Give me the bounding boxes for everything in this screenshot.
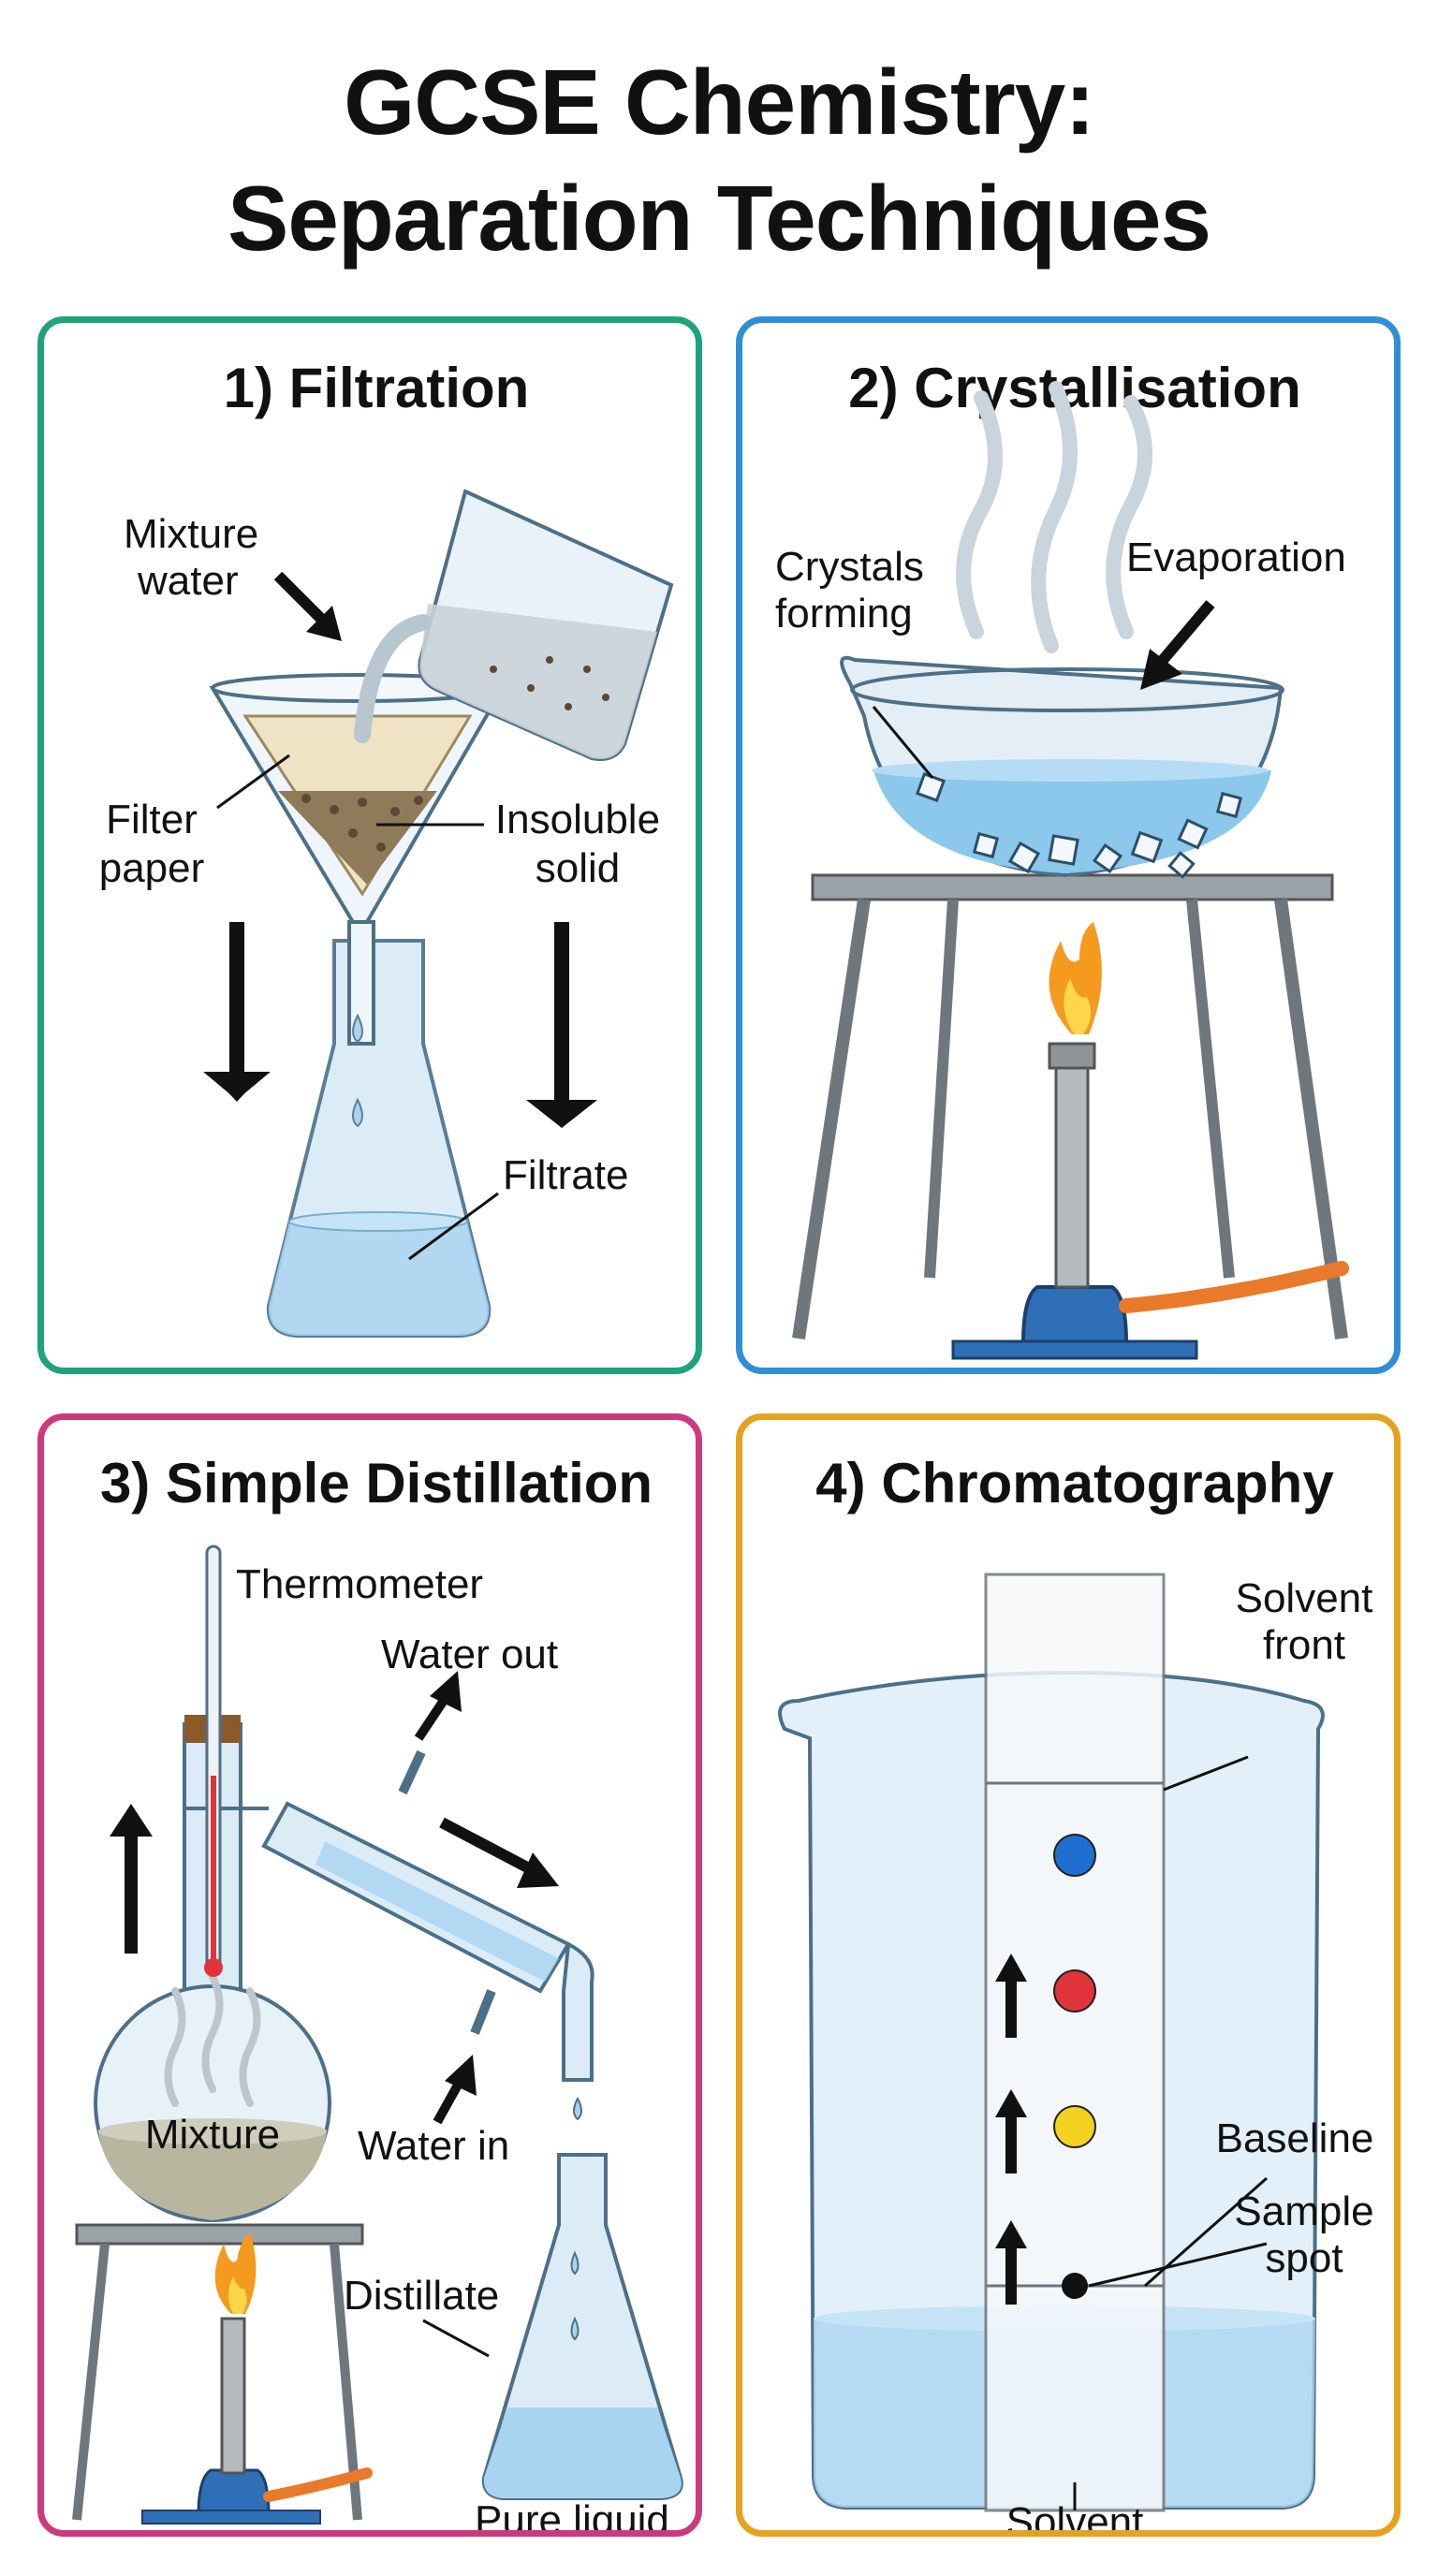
leader-filtrate bbox=[408, 1192, 499, 1261]
label-water-in: Water in bbox=[358, 2123, 509, 2169]
label-water-out: Water out bbox=[381, 1632, 558, 1677]
leader-filter-paper bbox=[216, 754, 290, 810]
label-sample: Sample bbox=[1234, 2188, 1373, 2234]
bunsen-burner bbox=[951, 1042, 1349, 1360]
label-baseline: Baseline bbox=[1216, 2115, 1374, 2161]
panel-title-filtration: 1) Filtration bbox=[224, 357, 530, 419]
flame bbox=[1049, 922, 1102, 1034]
panel-filtration: 1) Filtration bbox=[37, 316, 702, 1374]
water-out-arrow bbox=[414, 1671, 462, 1741]
flow-arrow bbox=[439, 1817, 559, 1888]
panel-chromatography: 4) Chromatography Solvent fr bbox=[736, 1413, 1401, 2537]
steam bbox=[956, 381, 1152, 653]
conical-flask bbox=[266, 939, 492, 1338]
label-filtrate: Filtrate bbox=[503, 1152, 628, 1198]
mixture-arrow bbox=[273, 571, 342, 641]
label-solvent: Solvent bbox=[1006, 2499, 1144, 2537]
sample-spot bbox=[1062, 2273, 1088, 2299]
label-water: water bbox=[137, 558, 239, 604]
flame bbox=[214, 2232, 257, 2314]
label-mixture: Mixture bbox=[124, 511, 258, 557]
leader-sample-spot bbox=[1088, 2242, 1268, 2288]
label-mixture: Mixture bbox=[145, 2112, 280, 2158]
leader-solvent-front bbox=[1163, 1755, 1249, 1792]
drop bbox=[352, 1097, 363, 1128]
label-solvent-front-1: Solvent bbox=[1236, 1575, 1373, 1621]
label-filter: Filter bbox=[106, 797, 198, 842]
label-insoluble: Insoluble bbox=[495, 797, 660, 842]
label-paper: paper bbox=[99, 845, 205, 891]
label-evaporation: Evaporation bbox=[1126, 534, 1346, 580]
bunsen-burner bbox=[141, 2317, 373, 2525]
filter-paper bbox=[242, 714, 473, 897]
filtration-diagram: 1) Filtration bbox=[99, 357, 674, 1338]
condenser bbox=[261, 1749, 594, 2082]
chromatography-diagram: 4) Chromatography Solvent fr bbox=[778, 1452, 1374, 2537]
label-forming: forming bbox=[775, 591, 913, 637]
page-title-line-2: Separation Techniques bbox=[227, 167, 1211, 270]
blue-spot bbox=[1053, 1834, 1096, 1877]
up-arrows bbox=[995, 1954, 1027, 2305]
pouring-beaker bbox=[354, 489, 674, 761]
label-thermometer: Thermometer bbox=[236, 1561, 483, 1607]
panel-distillation: 3) Simple Distillation bbox=[37, 1413, 702, 2537]
label-solvent-front-2: front bbox=[1263, 1622, 1345, 1668]
vapour bbox=[164, 1973, 261, 2107]
leader-crystals bbox=[872, 706, 934, 779]
page-title-line-1: GCSE Chemistry: bbox=[344, 51, 1095, 154]
down-arrow-left bbox=[203, 922, 271, 1102]
red-spot bbox=[1053, 1969, 1096, 2012]
label-pure-liquid: Pure liquid bbox=[475, 2497, 669, 2537]
chromatography-paper bbox=[984, 1573, 1166, 2512]
distillation-diagram: 3) Simple Distillation bbox=[72, 1452, 683, 2537]
tripod-stand bbox=[792, 873, 1348, 1340]
crystals bbox=[915, 771, 1243, 879]
crystallisation-diagram: 2) Crystallisation bbox=[775, 357, 1349, 1360]
panel-crystallisation: 2) Crystallisation bbox=[736, 316, 1401, 1374]
collecting-flask bbox=[481, 2096, 683, 2500]
down-arrow-right bbox=[526, 922, 597, 1128]
drop bbox=[352, 1013, 363, 1044]
label-distillate: Distillate bbox=[344, 2273, 499, 2319]
water-in-arrow bbox=[433, 2055, 477, 2125]
thermometer bbox=[204, 1544, 223, 1977]
yellow-spot bbox=[1053, 2105, 1096, 2148]
leader-distillate bbox=[422, 2319, 490, 2358]
panel-title-chromatography: 4) Chromatography bbox=[815, 1452, 1334, 1515]
panel-title-distillation: 3) Simple Distillation bbox=[100, 1452, 653, 1515]
label-solid: solid bbox=[536, 845, 621, 891]
label-spot: spot bbox=[1265, 2235, 1343, 2281]
panel-title-crystallisation: 2) Crystallisation bbox=[848, 357, 1301, 419]
label-crystals: Crystals bbox=[775, 544, 924, 590]
evaporation-arrow bbox=[1140, 600, 1215, 690]
up-arrow-flask bbox=[110, 1804, 153, 1954]
